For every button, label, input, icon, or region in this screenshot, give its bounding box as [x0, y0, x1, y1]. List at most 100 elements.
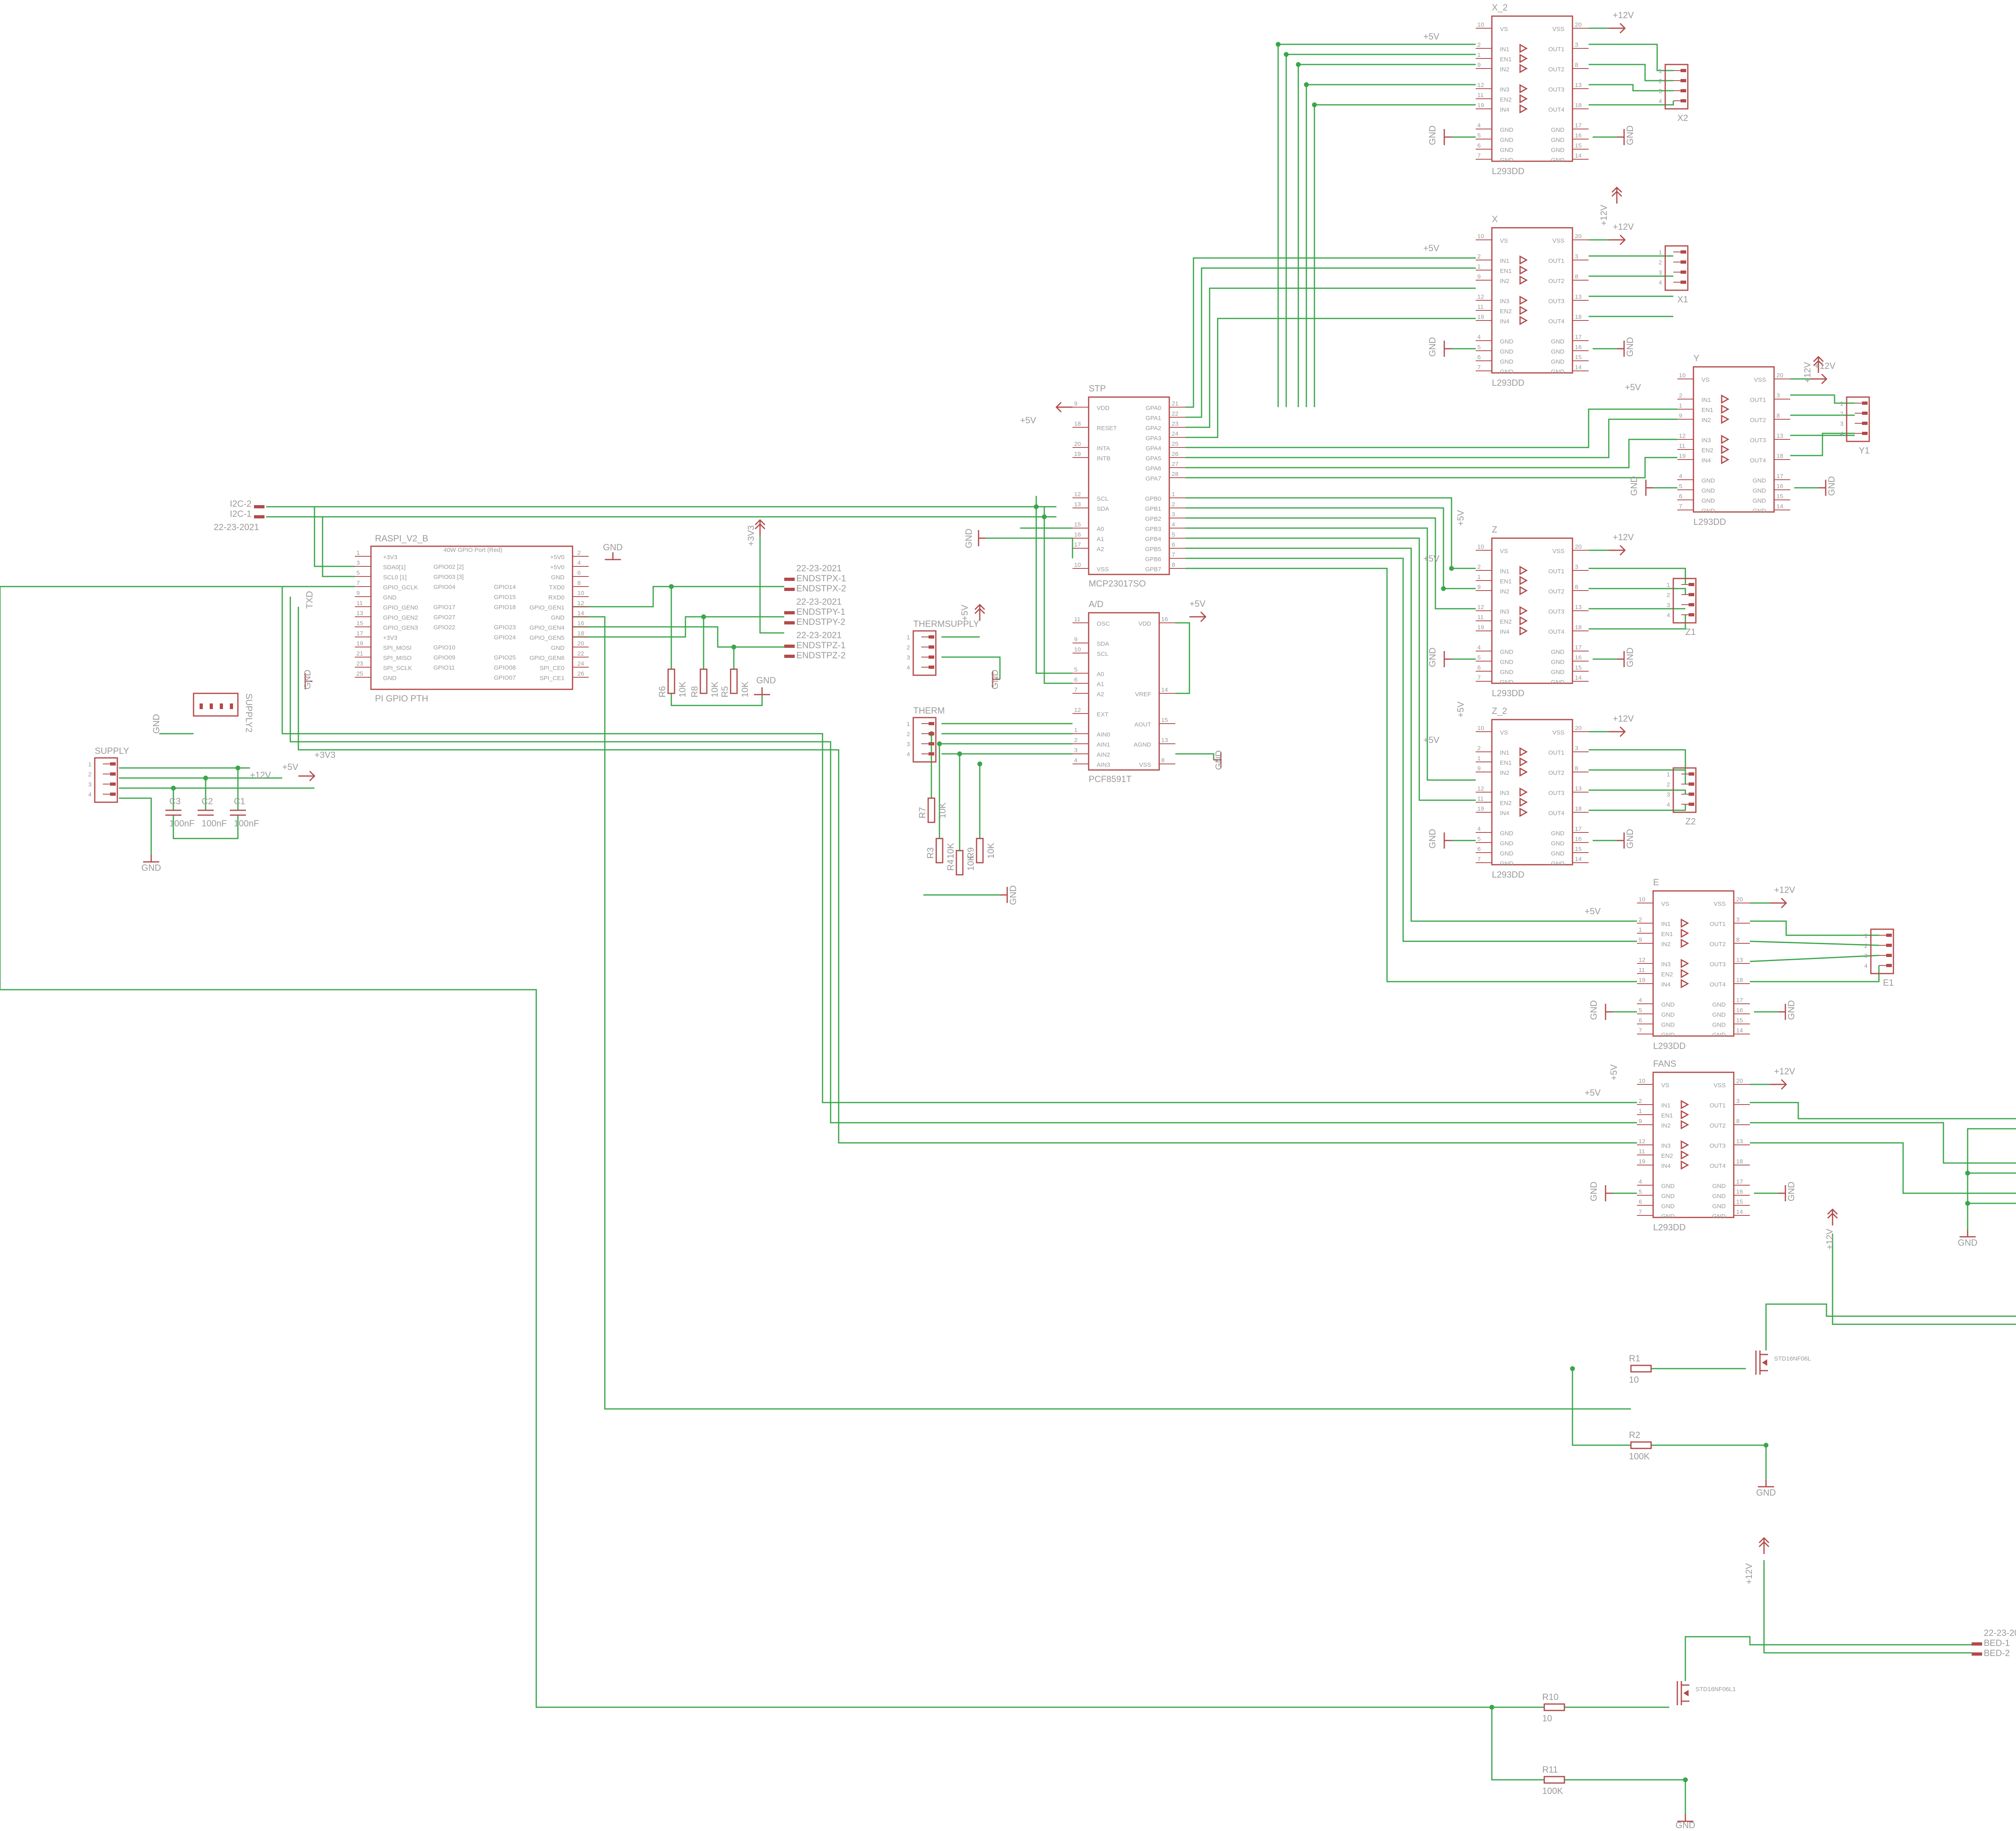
connector-pin-head	[929, 655, 934, 659]
supply2-connector	[193, 693, 239, 717]
junction-dot	[1570, 1366, 1575, 1371]
pin-name: GND	[1551, 137, 1565, 144]
wire	[1749, 940, 1879, 946]
pin-number: 11	[1477, 304, 1484, 310]
driver-name: Z_2	[1492, 706, 1507, 716]
pin-number: 7	[1074, 687, 1077, 693]
ground-bar	[1000, 887, 1008, 903]
pin-name: GPA3	[1145, 435, 1161, 442]
pin-number: 2	[1639, 916, 1642, 923]
pin-name: EN2	[1500, 96, 1512, 103]
gnd-label: GND	[1625, 647, 1635, 667]
pin-number: 26	[577, 670, 584, 677]
wire	[1750, 920, 1879, 936]
raspi-name: RASPI_V2_B	[375, 533, 428, 543]
buffer-triangle	[1519, 606, 1528, 616]
gnd-label: GND	[1625, 125, 1635, 145]
junction-dot	[1489, 1705, 1494, 1710]
pin-number: 6	[1074, 676, 1077, 683]
mosfet-arrow	[1762, 1359, 1767, 1366]
pin-name: SPI_SCLK	[383, 665, 412, 672]
pin-number: 1	[1477, 574, 1481, 581]
pin-name: GND	[1551, 679, 1565, 686]
connector-pin-number: 2	[1667, 592, 1670, 599]
resistor-body	[730, 668, 738, 694]
pin-name: GND	[1712, 1193, 1726, 1200]
power-symbol	[1770, 1079, 1787, 1090]
pin-name: VS	[1500, 729, 1508, 736]
connector-body	[1672, 578, 1697, 624]
pin-number: 9	[1477, 273, 1481, 280]
pin-name: +3V3	[383, 554, 397, 561]
pin-number: 10	[1639, 896, 1645, 903]
junction-dot	[669, 584, 674, 589]
capacitor-name: C3	[169, 796, 181, 806]
pin-number: 2	[1477, 253, 1481, 260]
pin-number: 11	[1477, 92, 1484, 99]
capacitor-plates	[198, 809, 214, 816]
pin-name: GND	[551, 574, 565, 581]
connector-pin-number: 3	[1667, 791, 1670, 798]
pin-number: 19	[1477, 314, 1484, 320]
pin-number: 22	[577, 650, 584, 657]
power-label-5v: +5V	[960, 605, 970, 621]
buffer-triangle	[1519, 797, 1528, 807]
pin-number: 27	[1172, 461, 1179, 468]
pin-number: 3	[1172, 511, 1175, 518]
wire	[1185, 568, 1637, 982]
pin-name: IN2	[1500, 588, 1509, 595]
connector-name: X1	[1677, 294, 1688, 304]
pin-name: GND	[1500, 669, 1514, 676]
power-label-12v: +12V	[1613, 222, 1634, 232]
connector-pin-head	[1689, 793, 1694, 796]
pin-name: GPIO_GEN4	[529, 624, 564, 631]
junction-dot	[957, 751, 962, 756]
power-label-5v: +5V	[1585, 1088, 1601, 1098]
pin-number: 5	[1639, 1188, 1642, 1195]
pin-name: SPI_CE1	[539, 675, 564, 682]
power-arrow	[1758, 1537, 1770, 1554]
power-symbol	[1827, 1208, 1838, 1226]
power-arrow	[1609, 726, 1626, 737]
pin-number: 25	[356, 670, 363, 677]
power-arrow	[1609, 545, 1626, 556]
connector-pin-head	[1689, 593, 1694, 596]
connector-pin-head	[230, 703, 233, 709]
wire	[1750, 965, 1880, 982]
net-label: ENDSTPZ-1	[796, 640, 846, 650]
pin-number: 10	[1477, 725, 1484, 732]
gnd-label: GND	[1676, 1820, 1695, 1830]
wire	[1763, 1560, 1972, 1654]
pin-name: A1	[1097, 681, 1104, 688]
power-symbol	[1609, 23, 1626, 34]
buffer-triangle	[1519, 104, 1528, 114]
resistor-value: 10	[1629, 1375, 1639, 1385]
power-label-12v: +12V	[1802, 362, 1812, 383]
net-pin	[784, 621, 795, 624]
pin-number: 18	[1736, 1158, 1743, 1165]
net-label: ENDSTPZ-2	[796, 650, 846, 660]
connector-name: Z2	[1685, 816, 1696, 826]
wire	[671, 687, 763, 706]
resistor-name: R8	[689, 686, 700, 697]
net-label: BED-1	[1984, 1638, 2010, 1648]
pin-number: 14	[577, 610, 584, 617]
pin-name: GPIO_GCLK	[383, 584, 418, 591]
pin-name: OUT3	[1548, 608, 1564, 615]
buffer-triangle	[1681, 918, 1689, 928]
pin-number: 5	[1477, 654, 1481, 661]
pin-name: IN2	[1500, 278, 1509, 285]
ground-symbol	[1617, 651, 1625, 667]
pcf-name: A/D	[1089, 599, 1104, 609]
gnd-label: GND	[1427, 337, 1437, 357]
wire	[1589, 789, 1686, 794]
resistor-body	[927, 797, 935, 823]
pin-name: A0	[1097, 526, 1104, 533]
ground-symbol	[1443, 651, 1452, 667]
pin-name: AIN1	[1097, 741, 1110, 748]
ground-symbol	[304, 673, 312, 689]
connector-pin-head	[1681, 260, 1686, 264]
pin-number: 8	[1172, 562, 1175, 568]
wire	[1306, 84, 1476, 407]
